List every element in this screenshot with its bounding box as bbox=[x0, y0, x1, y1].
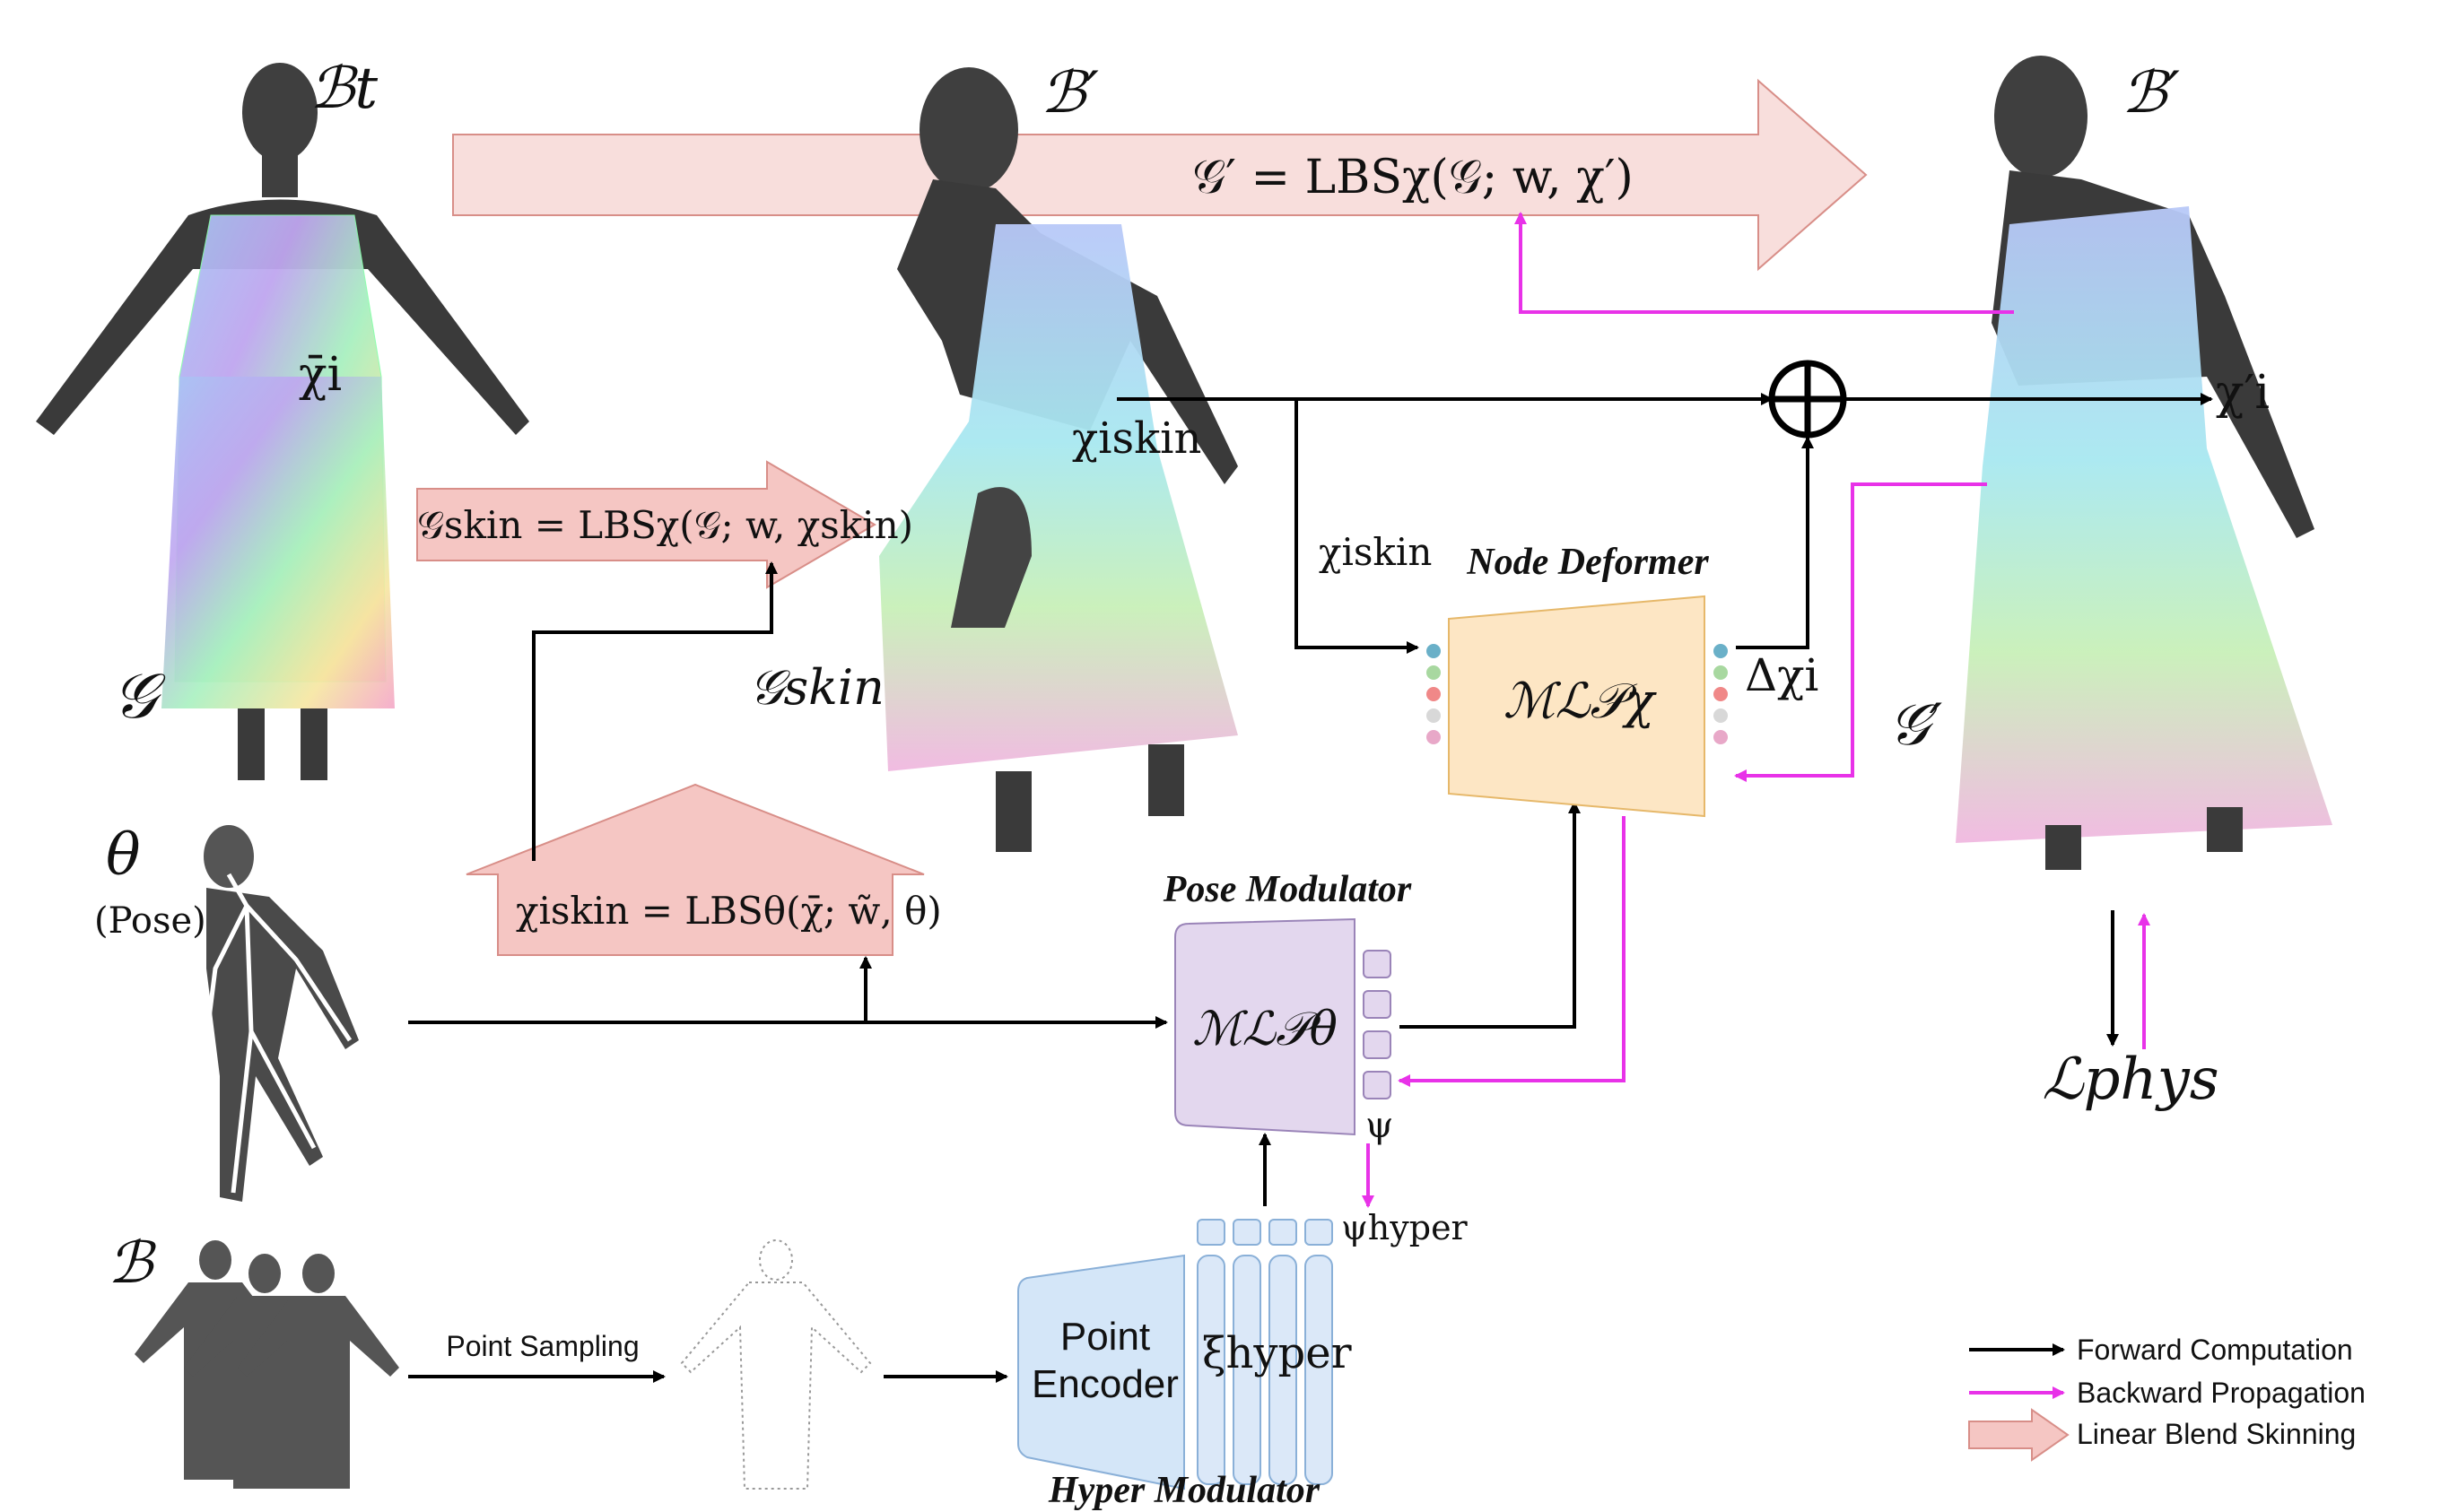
template-body-figure bbox=[36, 63, 529, 780]
label-g-prime: 𝒢′ bbox=[1888, 692, 1943, 759]
point-sampling-label: Point Sampling bbox=[446, 1330, 639, 1362]
hyper-latent-columns bbox=[1197, 1219, 1333, 1485]
point-cloud-figure bbox=[680, 1239, 872, 1490]
pose-skeleton-figure bbox=[204, 825, 359, 1202]
label-pose: (Pose) bbox=[94, 900, 206, 942]
legend-lbs-swatch bbox=[1968, 1408, 2070, 1462]
node-deformer-title: Node Deformer bbox=[1466, 542, 1709, 583]
forward-arrows bbox=[408, 393, 2213, 1383]
label-g: 𝒢 bbox=[112, 659, 166, 733]
label-xi-hyper: ξhyper bbox=[1202, 1328, 1352, 1378]
point-encoder-block bbox=[1017, 1254, 1185, 1490]
sum-node bbox=[1768, 360, 1847, 439]
point-encoder-line2: Encoder bbox=[1032, 1362, 1179, 1406]
label-chi-skin-side: χiskin bbox=[1319, 530, 1432, 574]
legend-forward-label: Forward Computation bbox=[2077, 1334, 2353, 1366]
label-psi-hyper: ψhyper bbox=[1341, 1208, 1469, 1247]
equation-chiskin: χiskin = LBSθ(χ̄; w̃, θ) bbox=[516, 889, 942, 933]
label-theta: θ bbox=[106, 822, 141, 889]
label-g-skin: 𝒢skin bbox=[749, 659, 885, 716]
label-b-prime-mid: ℬ′ bbox=[1041, 60, 1099, 126]
node-deformer-block bbox=[1426, 595, 1728, 818]
label-chi-bar: χ̄i bbox=[299, 348, 342, 402]
equation-gskin: 𝒢skin = LBSχ(𝒢; w, χskin) bbox=[417, 503, 913, 547]
label-delta-chi: Δχi bbox=[1745, 649, 1818, 701]
body-shapes-figure bbox=[135, 1240, 399, 1489]
pose-modulator-block bbox=[1174, 917, 1391, 1136]
lbs-chiskin-arrow bbox=[466, 783, 925, 956]
point-encoder-line1: Point bbox=[1060, 1315, 1150, 1359]
pose-modulator-body: ℳℒ𝒫θ bbox=[1192, 1003, 1338, 1056]
lbs-top-arrow bbox=[452, 78, 1868, 272]
equation-top: 𝒢′ = LBSχ(𝒢; w, χ′) bbox=[1192, 151, 1634, 204]
deformed-body-figure bbox=[1956, 56, 2332, 870]
legend-lbs-label: Linear Blend Skinning bbox=[2077, 1418, 2356, 1450]
label-l-phys: ℒphys bbox=[2042, 1047, 2218, 1113]
label-chi-prime: χ′i bbox=[2216, 366, 2270, 420]
legend-backward-label: Backward Propagation bbox=[2077, 1377, 2366, 1409]
label-chi-skin-top: χiskin bbox=[1072, 413, 1201, 464]
skinned-body-figure bbox=[879, 67, 1238, 852]
legend bbox=[1968, 1343, 2070, 1462]
label-psi: ψ bbox=[1365, 1105, 1393, 1146]
hyper-modulator-title: Hyper Modulator bbox=[1048, 1470, 1321, 1511]
lbs-gskin-arrow bbox=[416, 460, 876, 589]
node-deformer-body: ℳℒ𝒫χ bbox=[1504, 673, 1658, 729]
label-bt: ℬt bbox=[309, 56, 378, 122]
label-b-shape: ℬ bbox=[108, 1230, 157, 1297]
backward-arrows bbox=[1362, 212, 2150, 1208]
pose-modulator-title: Pose Modulator bbox=[1163, 869, 1412, 910]
label-b-prime-right: ℬ′ bbox=[2122, 60, 2180, 126]
